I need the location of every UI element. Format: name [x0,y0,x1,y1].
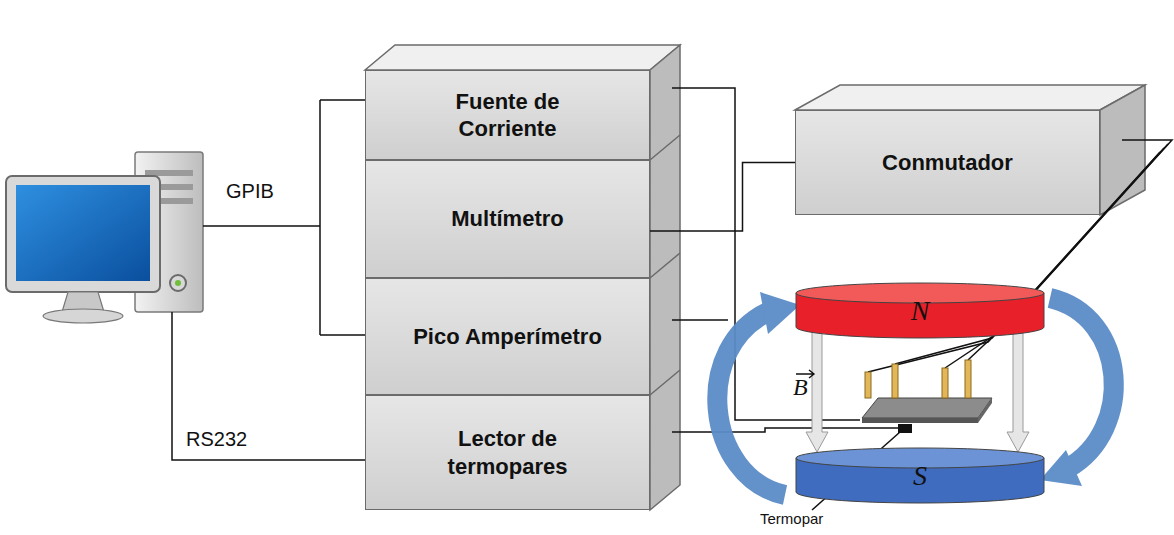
bus-wire [172,100,365,460]
switch-box: Conmutador [795,110,1100,215]
field-arrow [806,330,1029,452]
flux-arrow [717,292,1113,495]
node-label: Fuente de Corriente [407,88,609,143]
instrument-stack [365,45,680,510]
node-label: Pico Amperímetro [407,323,608,351]
instrument-box: Pico Amperímetro [365,278,650,395]
computer-icon [6,152,203,323]
node-label: S [907,458,933,493]
bus-label: RS232 [186,428,247,451]
instrument-box: Multímetro [365,160,650,278]
sample [862,360,992,433]
node-label: Lector de termopares [407,425,609,480]
instrument-box: Lector de termopares [365,395,650,510]
bus-label: GPIB [226,180,274,203]
node-label: N [905,293,936,328]
signal-wire [672,88,1172,432]
node-label: Conmutador [876,149,1019,177]
node-label: Multímetro [445,205,569,233]
instrument-box: Fuente de Corriente [365,70,650,160]
cable-connector [650,163,795,232]
part-label: Termopar [760,510,823,527]
field-symbol: B [793,374,808,401]
magnet-pole: N [795,282,1045,338]
magnet-pole: S [795,447,1045,503]
switch-box-faces [795,85,1145,215]
